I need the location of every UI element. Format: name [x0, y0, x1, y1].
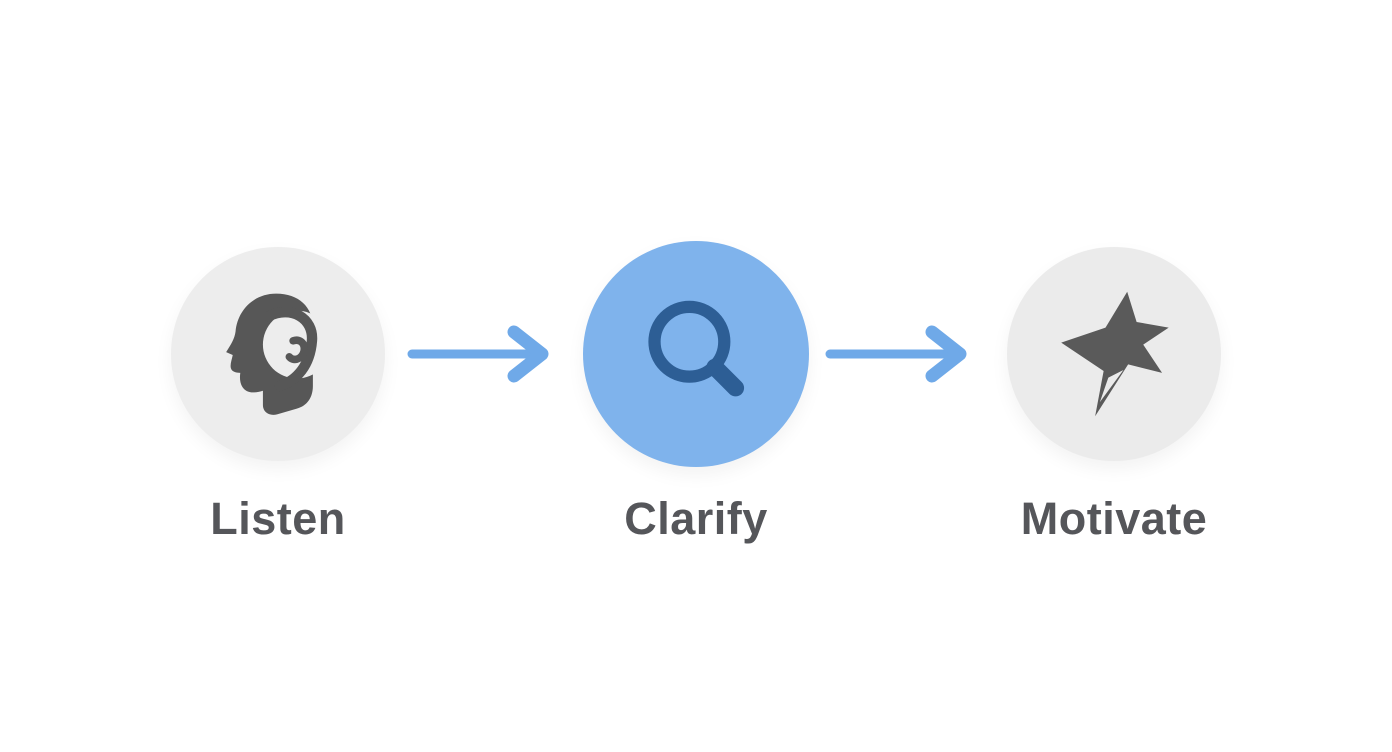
step-label-listen: Listen [210, 493, 346, 545]
motivate-circle [1007, 247, 1221, 462]
magnifier-search-icon [648, 300, 745, 397]
step-motivate: Motivate [988, 238, 1240, 544]
process-diagram: Listen Clarify [0, 208, 1392, 544]
step-label-clarify: Clarify [624, 493, 768, 545]
flow-row: Listen Clarify [0, 238, 1392, 544]
clarify-circle [583, 241, 809, 468]
arrow-right-icon [404, 323, 570, 385]
shooting-star-icon [1061, 292, 1169, 417]
step-listen: Listen [152, 238, 404, 544]
motivate-circle-wrap [1007, 238, 1221, 470]
head-ear-listen-icon [226, 293, 331, 416]
arrow-right-icon [822, 323, 988, 385]
listen-circle [171, 247, 385, 462]
step-label-motivate: Motivate [1020, 493, 1208, 545]
clarify-circle-wrap [583, 238, 809, 470]
step-clarify: Clarify [570, 238, 822, 544]
listen-circle-wrap [171, 238, 385, 470]
